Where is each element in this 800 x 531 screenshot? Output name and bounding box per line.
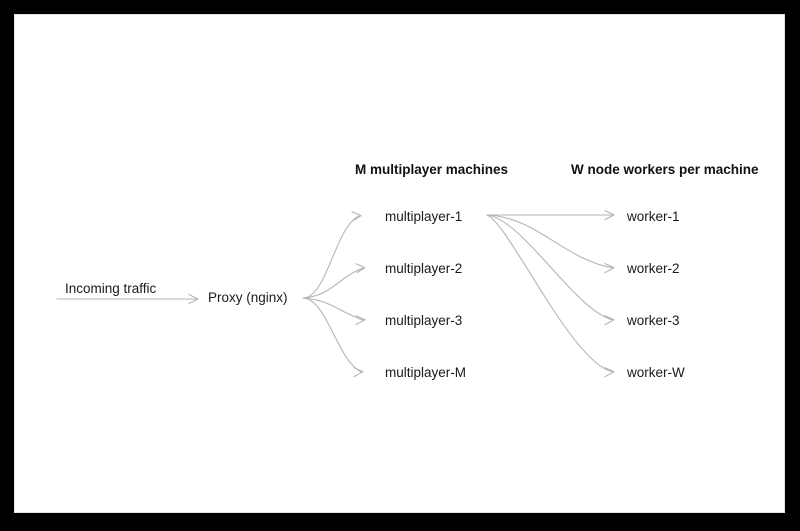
edge-multiplayer-1-to-worker-2 (486, 214, 615, 274)
edge-proxy-to-multiplayer-1 (302, 211, 362, 299)
edge-multiplayer-1-to-worker-W (486, 214, 615, 378)
edge-multiplayer-1-to-worker-3 (486, 214, 615, 326)
column-header-multiplayer-machines: M multiplayer machines (355, 162, 509, 177)
edge-proxy-to-multiplayer-M (302, 297, 364, 378)
node-multiplayer-m: multiplayer-M (385, 365, 467, 380)
node-multiplayer-2: multiplayer-2 (385, 261, 463, 276)
node-worker-w: worker-W (627, 365, 685, 380)
node-worker-3: worker-3 (627, 313, 680, 328)
diagram-card: M multiplayer machines W node workers pe… (14, 14, 785, 513)
edge-proxy-to-multiplayer-2 (302, 263, 366, 299)
node-multiplayer-3: multiplayer-3 (385, 313, 463, 328)
incoming-traffic-label: Incoming traffic (65, 281, 157, 296)
node-worker-1: worker-1 (627, 209, 680, 224)
edge-proxy-to-multiplayer-3 (302, 297, 366, 326)
column-header-node-workers: W node workers per machine (571, 162, 759, 177)
node-multiplayer-1: multiplayer-1 (385, 209, 463, 224)
edge-multiplayer-1-to-worker-1 (486, 210, 615, 221)
node-proxy-nginx: Proxy (nginx) (208, 290, 288, 305)
node-worker-2: worker-2 (627, 261, 680, 276)
